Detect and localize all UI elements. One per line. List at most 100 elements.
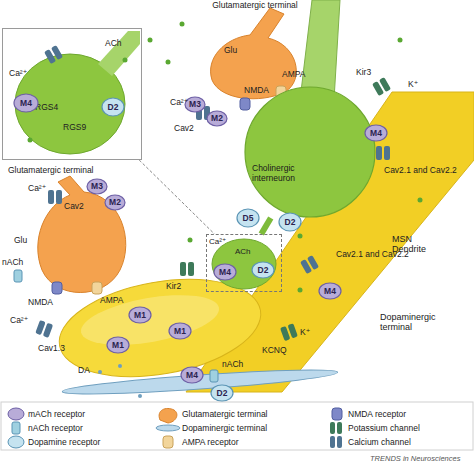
receptor-body bbox=[87, 179, 107, 194]
part-label: AMPA bbox=[282, 70, 305, 80]
node-text: D2 bbox=[101, 97, 125, 117]
machr-receptor: M4 bbox=[318, 282, 342, 300]
inset-box: Ca²⁺ RGS4RGS9 AChM4 D2 bbox=[2, 28, 142, 160]
glutamatergic-terminal-shape bbox=[211, 8, 297, 99]
msn-highlight bbox=[77, 286, 223, 354]
node-text: ACh bbox=[235, 247, 265, 256]
legend-nach-icon bbox=[12, 422, 20, 434]
node-text: RGS9 bbox=[63, 123, 93, 133]
ach-vesicles bbox=[28, 22, 423, 293]
receptor-body bbox=[169, 323, 191, 339]
machr-receptor: M4 bbox=[213, 263, 237, 281]
legend-text: Calcium channel bbox=[348, 437, 411, 447]
machr-receptor: M1 bbox=[106, 336, 130, 354]
axon-connector bbox=[261, 218, 271, 234]
node-text: RGS4 bbox=[35, 103, 65, 113]
legend-text: nACh receptor bbox=[28, 423, 83, 433]
node-text: M2 bbox=[104, 194, 126, 211]
node-text: Dopaminergic terminal bbox=[380, 312, 452, 333]
cholinergic-terminal-shape bbox=[212, 239, 276, 289]
part-label: NMDA bbox=[244, 86, 269, 96]
dopamine-receptor: D2 bbox=[251, 261, 275, 279]
receptor-body bbox=[237, 209, 259, 227]
node-text: Ca²⁺ bbox=[9, 69, 39, 79]
journal-credit: TRENDS in Neurosciences bbox=[370, 455, 460, 464]
machr-receptor: M1 bbox=[128, 306, 152, 324]
machr-receptor: M1 bbox=[168, 322, 192, 340]
part-label: nACh bbox=[222, 360, 243, 370]
dopaminergic-terminal-shape bbox=[62, 365, 338, 398]
legend-nmda-icon bbox=[332, 408, 342, 420]
calcium-channel bbox=[300, 255, 319, 274]
nmda-receptor bbox=[240, 98, 250, 110]
node-text: M1 bbox=[128, 306, 152, 324]
part-label: Glu bbox=[14, 236, 27, 246]
part-label: Cav1.3 bbox=[38, 344, 65, 354]
node-text: M1 bbox=[168, 322, 192, 340]
part-label: NMDA bbox=[28, 298, 53, 308]
potassium-channel bbox=[280, 323, 298, 341]
glutamatergic-terminal: Glutamatergic terminal bbox=[8, 166, 133, 296]
dopamine-receptor: D2 bbox=[101, 97, 125, 117]
calcium-channel bbox=[35, 320, 53, 338]
node-text: D2 bbox=[278, 212, 302, 232]
part-label: Kir3 bbox=[356, 68, 371, 78]
legend-potassium-icon bbox=[330, 422, 342, 434]
part-label: Cav2.1 and Cav2.2 bbox=[384, 166, 462, 176]
receptor-body bbox=[102, 98, 124, 116]
legend-text: Potassium channel bbox=[348, 423, 420, 433]
receptor-body bbox=[279, 213, 301, 231]
part-label: Ca²⁺ bbox=[28, 184, 46, 194]
ampa-receptor bbox=[92, 282, 102, 294]
legend-text: Dopamine receptor bbox=[28, 437, 100, 447]
dopamine-receptor: D2 bbox=[278, 212, 302, 232]
receptor-body bbox=[211, 385, 233, 401]
nmda-receptor bbox=[52, 282, 62, 294]
legend-glutamatergic-icon bbox=[159, 408, 177, 423]
node-text: Ca²⁺ bbox=[209, 237, 239, 246]
legend-text: AMPA receptor bbox=[182, 437, 239, 447]
node-text: D2 bbox=[251, 261, 275, 279]
machr-receptor: M4 bbox=[180, 366, 204, 384]
part-label: Cav2 bbox=[174, 124, 194, 134]
node-text: ACh bbox=[105, 39, 135, 49]
interneuron-body bbox=[245, 87, 375, 217]
legend-dopamine-icon bbox=[8, 436, 24, 448]
node-text: M4 bbox=[318, 282, 342, 300]
part-label: nACh bbox=[2, 258, 23, 268]
node-text: M4 bbox=[364, 124, 388, 142]
machr-receptor: M3 bbox=[86, 178, 108, 195]
receptor-body bbox=[319, 283, 341, 299]
calcium-channel bbox=[376, 146, 390, 160]
part-label: KCNQ bbox=[262, 346, 287, 356]
interneuron-dendrite bbox=[300, 0, 340, 100]
legend-frame bbox=[1, 402, 473, 450]
part-label: Cav2.1 and Cav2.2 bbox=[336, 250, 414, 260]
part-label: K⁺ bbox=[300, 328, 310, 338]
part-label: DA bbox=[78, 366, 90, 376]
potassium-channel bbox=[372, 77, 391, 96]
legend-calcium-icon bbox=[330, 436, 342, 448]
part-label: AMPA bbox=[100, 296, 123, 306]
machr-receptor: M4 bbox=[364, 124, 388, 142]
machr-receptor: M2 bbox=[104, 194, 126, 211]
node-text: Glutamatergic terminal bbox=[205, 1, 305, 11]
node-text: Cholinergic interneuron bbox=[252, 164, 314, 184]
receptor-body bbox=[107, 337, 129, 353]
nach-receptor bbox=[14, 270, 22, 282]
dopamine-receptor: D5 bbox=[236, 208, 260, 228]
cholinergic-terminal: Ca²⁺AChM4 D2 bbox=[206, 234, 282, 292]
calcium-channel bbox=[44, 45, 63, 64]
receptor-body bbox=[214, 264, 236, 280]
glutamatergic-terminal-shape bbox=[38, 176, 126, 293]
machr-receptor: M4 bbox=[13, 93, 39, 113]
potassium-channel bbox=[180, 262, 194, 276]
legend-text: Glutamatergic terminal bbox=[182, 409, 268, 419]
dopaminergic-terminal: Dopaminergic terminal bbox=[380, 312, 452, 338]
legend-mach-icon bbox=[8, 408, 24, 420]
legend-ampa-icon bbox=[163, 436, 173, 448]
node-text: Glutamatergic terminal bbox=[8, 166, 133, 176]
inset-axon bbox=[98, 31, 140, 76]
receptor-body bbox=[14, 94, 38, 112]
receptor-body bbox=[252, 262, 274, 278]
